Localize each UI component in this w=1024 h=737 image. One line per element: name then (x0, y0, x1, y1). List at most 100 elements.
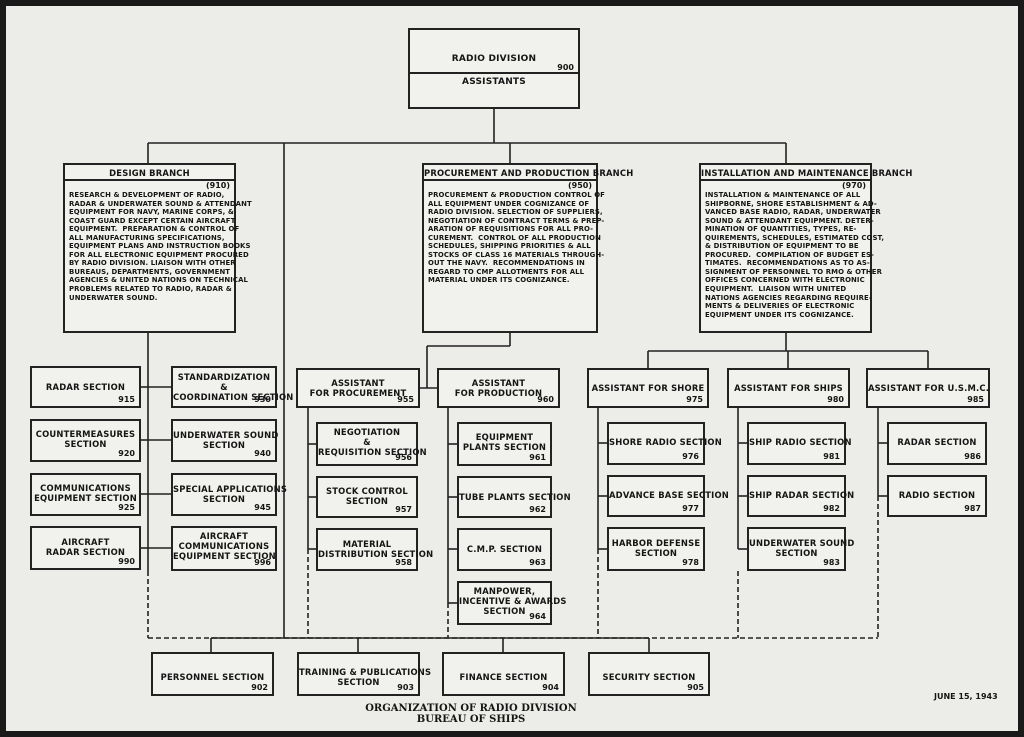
section-box: UNDERWATER SOUND SECTION 940 (171, 419, 279, 462)
procurement-branch-number: (950) (567, 181, 592, 190)
section-number: 983 (823, 558, 840, 567)
section-title: RADAR SECTION (45, 382, 126, 392)
section-box: RADAR SECTION 986 (887, 422, 987, 465)
design-branch-number: (910) (205, 181, 230, 190)
installation-branch-divider (701, 179, 870, 181)
installation-branch-number: (970) (841, 181, 866, 190)
section-title: ADVANCE BASE SECTION (609, 490, 730, 500)
section-title: C.M.P. SECTION (466, 544, 543, 554)
section-title: HARBOR DEFENSE SECTION (611, 538, 701, 558)
assistant-title: ASSISTANT FOR PRODUCTION (454, 378, 543, 398)
connector-lines (141, 109, 929, 652)
section-title: MANPOWER, INCENTIVE & AWARDS SECTION (459, 586, 567, 616)
section-title: SHIP RADIO SECTION (749, 437, 852, 447)
assistant-box: ASSISTANT FOR SHIPS 980 (727, 368, 850, 408)
assistant-box: ASSISTANT FOR SHORE 975 (587, 368, 709, 408)
section-box: COUNTERMEASURES SECTION 920 (30, 419, 141, 462)
section-number: 977 (682, 504, 699, 513)
design-branch-description: RESEARCH & DEVELOPMENT OF RADIO, RADAR &… (69, 191, 252, 302)
section-number: 961 (529, 453, 546, 462)
section-number: 902 (251, 683, 268, 692)
section-box: MANPOWER, INCENTIVE & AWARDS SECTION 964 (457, 581, 567, 625)
assistant-number: 985 (967, 395, 984, 404)
section-box: SPECIAL APPLICATIONS SECTION 945 (171, 473, 287, 516)
root-divider (410, 72, 578, 74)
procurement-branch-title: PROCUREMENT AND PRODUCTION BRANCH (424, 168, 634, 178)
section-box: RADAR SECTION 915 (30, 366, 141, 408)
section-number: 956 (395, 453, 412, 462)
section-number: 945 (254, 503, 271, 512)
assistant-title: ASSISTANT FOR SHORE (591, 383, 705, 393)
section-box: COMMUNICATIONS EQUIPMENT SECTION 925 (30, 473, 141, 516)
staff-section-box: PERSONNEL SECTION 902 (151, 652, 274, 696)
radio-division-number: 900 (557, 63, 574, 72)
chart-date: JUNE 15, 1943 (934, 692, 998, 701)
section-number: 976 (682, 452, 699, 461)
assistant-box: ASSISTANT FOR U.S.M.C. 985 (866, 368, 990, 408)
section-number: 978 (682, 558, 699, 567)
section-box: NEGOTIATION & REQUISITION SECTION 956 (316, 422, 427, 466)
procurement-branch-description: PROCUREMENT & PRODUCTION CONTROL OF ALL … (428, 191, 605, 285)
assistant-title: ASSISTANT FOR SHIPS (734, 383, 843, 393)
section-number: 903 (397, 683, 414, 692)
chart-sheet: RADIO DIVISION 900 ASSISTANTS DESIGN BRA… (6, 6, 1018, 731)
section-title: STOCK CONTROL SECTION (326, 486, 408, 506)
section-number: 925 (118, 503, 135, 512)
section-title: SHIP RADAR SECTION (749, 490, 855, 500)
section-number: 963 (529, 558, 546, 567)
assistant-box: ASSISTANT FOR PRODUCTION 960 (437, 368, 560, 408)
assistant-title: ASSISTANT FOR PROCUREMENT (309, 378, 407, 398)
staff-section-box: FINANCE SECTION 904 (442, 652, 565, 696)
section-number: 982 (823, 504, 840, 513)
section-number: 905 (687, 683, 704, 692)
staff-section-box: TRAINING & PUBLICATIONS SECTION 903 (297, 652, 431, 696)
assistants-label: ASSISTANTS (462, 77, 526, 87)
section-box: HARBOR DEFENSE SECTION 978 (607, 527, 705, 571)
section-title: RADIO SECTION (898, 490, 976, 500)
section-title: STANDARDIZATION & COORDINATION SECTION (173, 372, 294, 402)
section-title: UNDERWATER SOUND SECTION (173, 430, 279, 450)
section-box: AIRCRAFT RADAR SECTION 990 (30, 526, 141, 570)
design-branch-divider (65, 179, 234, 181)
section-number: 964 (529, 612, 546, 621)
section-number: 962 (529, 505, 546, 514)
chart-caption: ORGANIZATION OF RADIO DIVISION BUREAU OF… (356, 703, 586, 725)
section-title: UNDERWATER SOUND SECTION (749, 538, 855, 558)
section-title: AIRCRAFT RADAR SECTION (45, 537, 126, 557)
section-box: EQUIPMENT PLANTS SECTION 961 (457, 422, 552, 466)
assistant-number: 960 (537, 395, 554, 404)
assistant-number: 975 (686, 395, 703, 404)
section-box: AIRCRAFT COMMUNICATIONS EQUIPMENT SECTIO… (171, 526, 277, 571)
caption-line-1: ORGANIZATION OF RADIO DIVISION (365, 703, 577, 714)
section-title: NEGOTIATION & REQUISITION SECTION (318, 427, 427, 457)
section-number: 996 (254, 558, 271, 567)
section-title: SHORE RADIO SECTION (609, 437, 722, 447)
radio-division-title: RADIO DIVISION (451, 54, 537, 64)
section-number: 920 (118, 449, 135, 458)
radio-division-box: RADIO DIVISION 900 ASSISTANTS (408, 28, 580, 109)
procurement-branch-box: PROCUREMENT AND PRODUCTION BRANCH (950) … (422, 163, 634, 333)
section-title: SECURITY SECTION (602, 672, 696, 682)
section-title: TUBE PLANTS SECTION (459, 492, 571, 502)
section-box: SHIP RADAR SECTION 982 (747, 475, 855, 517)
section-box: UNDERWATER SOUND SECTION 983 (747, 527, 855, 571)
section-number: 990 (118, 557, 135, 566)
section-number: 957 (395, 505, 412, 514)
section-box: SHORE RADIO SECTION 976 (607, 422, 722, 465)
section-title: AIRCRAFT COMMUNICATIONS EQUIPMENT SECTIO… (173, 531, 276, 561)
assistant-box: ASSISTANT FOR PROCUREMENT 955 (296, 368, 420, 408)
section-title: PERSONNEL SECTION (160, 672, 265, 682)
section-box: TUBE PLANTS SECTION 962 (457, 476, 571, 518)
section-number: 940 (254, 449, 271, 458)
section-title: RADAR SECTION (897, 437, 977, 447)
section-number: 930 (254, 395, 271, 404)
section-number: 904 (542, 683, 559, 692)
caption-line-2: BUREAU OF SHIPS (416, 714, 526, 725)
staff-section-box: SECURITY SECTION 905 (588, 652, 710, 696)
installation-branch-description: INSTALLATION & MAINTENANCE OF ALL SHIPBO… (705, 191, 885, 319)
section-title: COMMUNICATIONS EQUIPMENT SECTION (34, 483, 137, 503)
section-number: 915 (118, 395, 135, 404)
section-title: MATERIAL DISTRIBUTION SECTION (318, 539, 434, 559)
section-number: 987 (964, 504, 981, 513)
design-branch-box: DESIGN BRANCH (910) RESEARCH & DEVELOPME… (63, 163, 252, 333)
